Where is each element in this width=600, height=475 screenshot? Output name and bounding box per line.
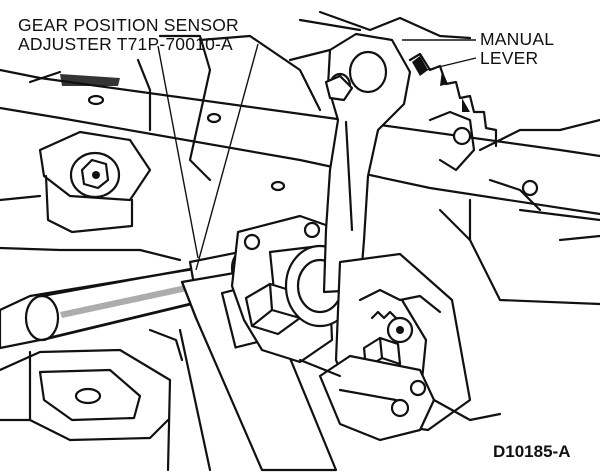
manual-lever — [322, 32, 412, 294]
transmission-housing — [0, 10, 600, 306]
detent-sector-plate — [298, 252, 502, 442]
leader-lines — [157, 39, 477, 271]
lever-label-line1: MANUAL — [480, 29, 554, 49]
sensor-adjuster-leader-2 — [195, 43, 259, 271]
sensor-label-line1: GEAR POSITION SENSOR — [18, 15, 239, 35]
lever-label-line2: LEVER — [480, 48, 538, 68]
manual-lever-leader-2 — [417, 57, 477, 73]
labels: GEAR POSITION SENSOR ADJUSTER T71P-70010… — [18, 15, 571, 461]
sensor-label-line2: ADJUSTER T71P-70010-A — [18, 34, 233, 54]
sensor-adjuster-leader — [157, 45, 199, 259]
lower-casting — [0, 328, 212, 472]
figure-code: D10185-A — [493, 442, 571, 461]
